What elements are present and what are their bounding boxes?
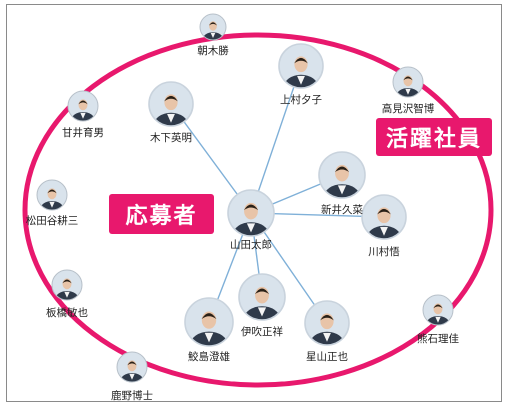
avatar-matsudaya[interactable] [36, 179, 68, 218]
avatar-hoshiyama[interactable] [304, 300, 350, 356]
avatar-kinoshita[interactable] [148, 81, 194, 137]
avatar-takamizawa[interactable] [392, 66, 424, 105]
avatar-kawamura[interactable] [361, 194, 407, 250]
active-employees-ellipse [22, 32, 494, 388]
name-kawamura: 川村悟 [368, 246, 400, 258]
active-employees-label-text: 活躍社員 [385, 127, 482, 152]
name-shinai: 新井久菜 [321, 204, 363, 216]
name-uemura: 上村夕子 [280, 94, 322, 106]
applicant-label: 応募者 [109, 194, 214, 234]
active-employees-label: 活躍社員 [376, 118, 492, 156]
avatar-kano[interactable] [116, 351, 148, 390]
applicant-label-text: 応募者 [125, 204, 198, 229]
name-asaki: 朝木勝 [197, 45, 229, 57]
name-kano: 鹿野博士 [111, 390, 153, 402]
name-center: 山田太郎 [230, 239, 272, 251]
diagram-frame [6, 4, 502, 402]
avatar-center[interactable] [227, 189, 275, 248]
name-ibuki: 伊吹正祥 [241, 326, 283, 338]
name-matsudaya: 松田谷耕三 [25, 215, 79, 227]
avatar-asaki[interactable] [199, 13, 227, 46]
name-amai: 甘井育男 [62, 127, 104, 139]
name-kinoshita: 木下英明 [150, 132, 192, 144]
avatar-kumaishi[interactable] [422, 294, 454, 333]
avatar-uemura[interactable] [278, 43, 324, 99]
avatar-shinai[interactable] [318, 151, 366, 210]
name-takamizawa: 高見沢智博 [381, 103, 435, 115]
name-samejima: 鮫島澄雄 [188, 351, 230, 363]
name-itabashi: 板橋敏也 [46, 307, 88, 319]
name-kumaishi: 熊石理佳 [417, 333, 459, 345]
avatar-samejima[interactable] [184, 297, 234, 358]
avatar-itabashi[interactable] [51, 269, 83, 308]
avatar-amai[interactable] [67, 90, 99, 129]
name-hoshiyama: 星山正也 [306, 351, 348, 363]
link-uemura [250, 65, 302, 214]
avatar-ibuki[interactable] [238, 273, 286, 332]
